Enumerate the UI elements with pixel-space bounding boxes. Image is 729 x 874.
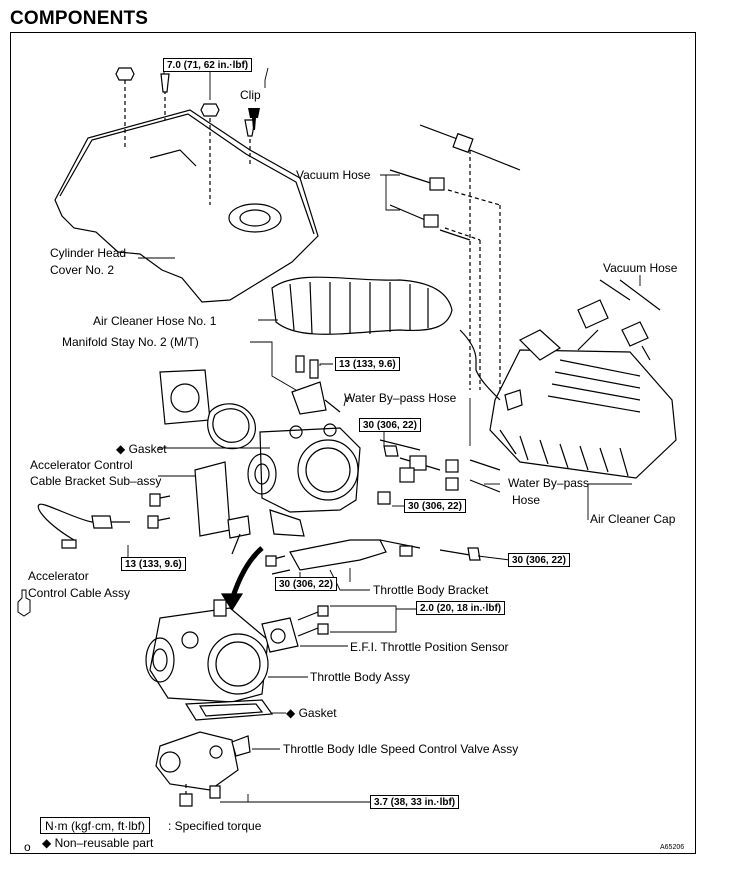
air-cleaner-hose-label: Air Cleaner Hose No. 1: [93, 314, 217, 328]
gasket-label-2: ◆ Gasket: [286, 706, 337, 720]
page-title: COMPONENTS: [10, 8, 149, 29]
cylinder-head-cover-drawing: [54, 109, 319, 303]
tps-label: E.F.I. Throttle Position Sensor: [350, 640, 509, 654]
throttle-body-assy-drawing: [145, 599, 269, 703]
isc-valve-drawing: [155, 731, 251, 791]
throttle-assembly-upper-drawing: [247, 423, 361, 537]
throttle-body-bracket-label: Throttle Body Bracket: [373, 583, 489, 597]
vacuum-hose-label-2: Vacuum Hose: [603, 261, 678, 275]
throttle-body-assy-label: Throttle Body Assy: [310, 670, 411, 684]
air-cleaner-hose-drawing: [271, 276, 453, 335]
nonreusable-legend: ◆ Non–reusable part: [42, 836, 154, 850]
accel-bracket-label-2: Cable Bracket Sub–assy: [30, 474, 162, 488]
air-cleaner-cap-drawing: [489, 329, 677, 479]
torque-13-b: 13 (133, 9.6): [121, 557, 186, 571]
manifold-stay-label: Manifold Stay No. 2 (M/T): [62, 335, 199, 349]
torque-manifold-stay: 13 (133, 9.6): [335, 357, 400, 371]
figure-code: A65206: [660, 844, 685, 851]
water-bypass-hose-label-1: Water By–pass Hose: [344, 391, 457, 405]
torque-cover: 7.0 (71, 62 in.·lbf): [163, 58, 253, 72]
diagram-frame: [10, 32, 696, 854]
torque-30-d: 30 (306, 22): [275, 577, 337, 591]
water-bypass-hose-label-2a: Water By–pass: [508, 476, 589, 490]
page-marker: o: [24, 840, 31, 854]
nonreusable-diamond-icon: ◆: [42, 836, 52, 850]
accel-cable-label-2: Control Cable Assy: [28, 586, 131, 600]
nonreusable-diamond-icon: ◆: [286, 706, 296, 720]
torque-30-c: 30 (306, 22): [508, 553, 570, 567]
torque-isc: 3.7 (38, 33 in.·lbf): [370, 795, 460, 809]
gasket-label-1: ◆ Gasket: [116, 442, 167, 456]
torque-tps: 2.0 (20, 18 in.·lbf): [416, 601, 506, 615]
clip-label: Clip: [240, 88, 261, 102]
specified-torque-legend: : Specified torque: [168, 819, 262, 833]
accel-cable-label-1: Accelerator: [28, 569, 89, 583]
cylinder-head-cover-label-1: Cylinder Head: [50, 246, 127, 260]
water-bypass-hose-label-2b: Hose: [512, 493, 541, 507]
accel-bracket-label-1: Accelerator Control: [30, 458, 133, 472]
vacuum-hose-label-1: Vacuum Hose: [296, 168, 371, 182]
air-cleaner-cap-label: Air Cleaner Cap: [590, 512, 676, 526]
isc-valve-label: Throttle Body Idle Speed Control Valve A…: [283, 742, 519, 756]
nonreusable-diamond-icon: ◆: [116, 442, 126, 456]
torque-30-b: 30 (306, 22): [404, 499, 466, 513]
cylinder-head-cover-label-2: Cover No. 2: [50, 263, 115, 277]
torque-units-legend: N·m (kgf·cm, ft·lbf): [40, 817, 150, 834]
hand-pointer-icon: [17, 589, 31, 617]
torque-30-a: 30 (306, 22): [359, 418, 421, 432]
